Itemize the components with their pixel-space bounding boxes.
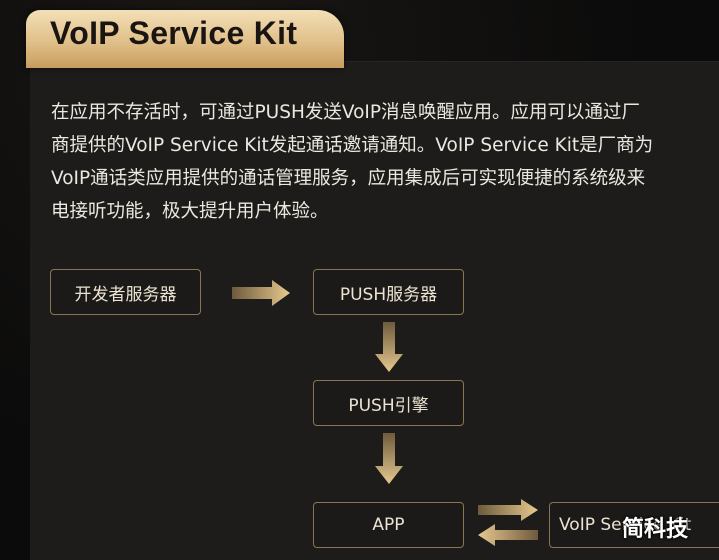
description-line: 在应用不存活时，可通过PUSH发送VoIP消息唤醒应用。应用可以通过厂 [51, 102, 641, 123]
description-line: 电接听功能，极大提升用户体验。 [51, 201, 329, 222]
arrow-down-icon [375, 433, 403, 484]
node-app: APP [313, 502, 464, 548]
description-text: 在应用不存活时，可通过PUSH发送VoIP消息唤醒应用。应用可以通过厂 商提供的… [51, 96, 719, 228]
page-title: VoIP Service Kit [50, 15, 298, 51]
description-line: VoIP通话类应用提供的通话管理服务，应用集成后可实现便捷的系统级来 [51, 168, 646, 189]
arrow-left-icon [478, 524, 538, 546]
title-tab [26, 10, 344, 68]
arrow-right-icon [232, 280, 290, 306]
arrow-right-icon [478, 499, 538, 521]
node-push-engine: PUSH引擎 [313, 380, 464, 426]
watermark-logo: 简科技 [622, 517, 689, 542]
description-line: 商提供的VoIP Service Kit发起通话邀请通知。VoIP Servic… [51, 135, 654, 156]
arrow-down-icon [375, 322, 403, 372]
node-push-server: PUSH服务器 [313, 269, 464, 315]
node-developer-server: 开发者服务器 [50, 269, 201, 315]
node-voip-service-kit: VoIP Service Kit [549, 502, 719, 548]
